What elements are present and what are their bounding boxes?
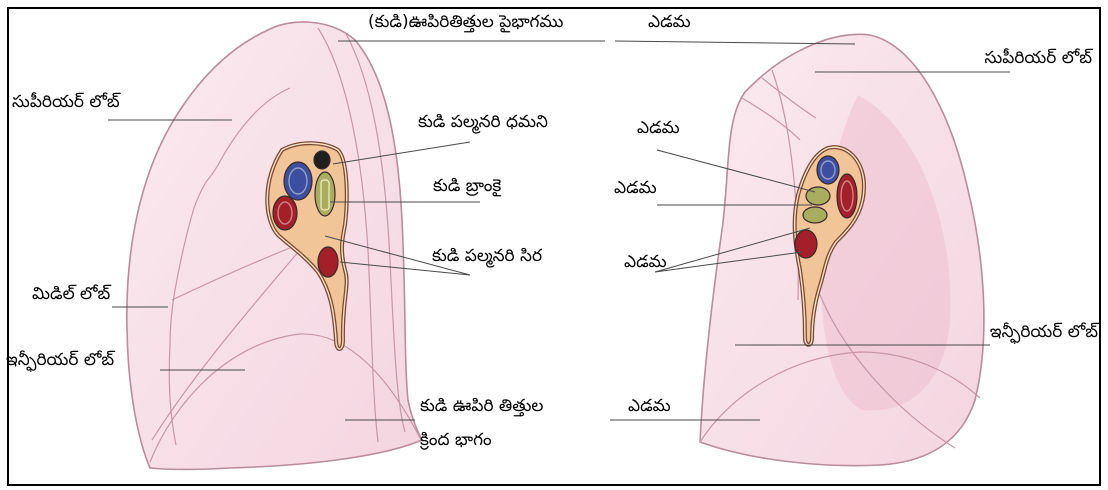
label-right-apex: (కుడి)ఊపిరితిత్తుల పైభాగము	[368, 12, 563, 32]
right-lung	[127, 22, 422, 470]
right-dark-vessel-group	[314, 151, 330, 169]
label-right-inferior-lobe: ఇన్ఫీరియర్ లోబ్	[6, 350, 114, 370]
label-right-bronchi: కుడి బ్రాంకై	[433, 176, 501, 196]
label-right-pulmonary-artery: కుడి పల్మనరి ధమని	[418, 112, 548, 132]
left-lung	[700, 34, 984, 465]
label-right-base-line1: కుడి ఊపిరి తిత్తుల	[420, 396, 543, 416]
label-left-apex: ఎడమ	[648, 12, 691, 32]
right-red-vessel-lower	[318, 247, 338, 277]
label-left-pulmonary-vein: ఎడమ	[624, 252, 667, 272]
left-red-vessel-lower	[795, 230, 817, 258]
label-right-base-line2: క్రింద భాగం	[420, 430, 492, 450]
left-bronchus-lower	[803, 207, 827, 223]
label-left-inferior-lobe: ఇన్ఫీరియర్ లోబ్	[990, 322, 1098, 342]
right-lung-outline	[127, 22, 422, 470]
left-bronchus-upper	[806, 187, 830, 205]
right-red-vessel-upper	[273, 196, 297, 230]
label-left-superior-lobe: సుపీరియర్ లోబ్	[984, 48, 1092, 68]
label-right-middle-lobe: మిడిల్ లోబ్	[32, 284, 110, 304]
label-left-base: ఎడమ	[628, 396, 671, 416]
label-left-bronchi: ఎడమ	[614, 178, 657, 198]
label-right-superior-lobe: సుపీరియర్ లోబ్	[12, 92, 120, 112]
right-pulmonary-artery-vessel	[314, 151, 330, 169]
label-left-pulmonary-artery: ఎడమ	[637, 118, 680, 138]
right-lung-outline-group	[127, 22, 422, 470]
label-right-pulmonary-vein: కుడి పల్మనరి సిర	[432, 246, 542, 266]
